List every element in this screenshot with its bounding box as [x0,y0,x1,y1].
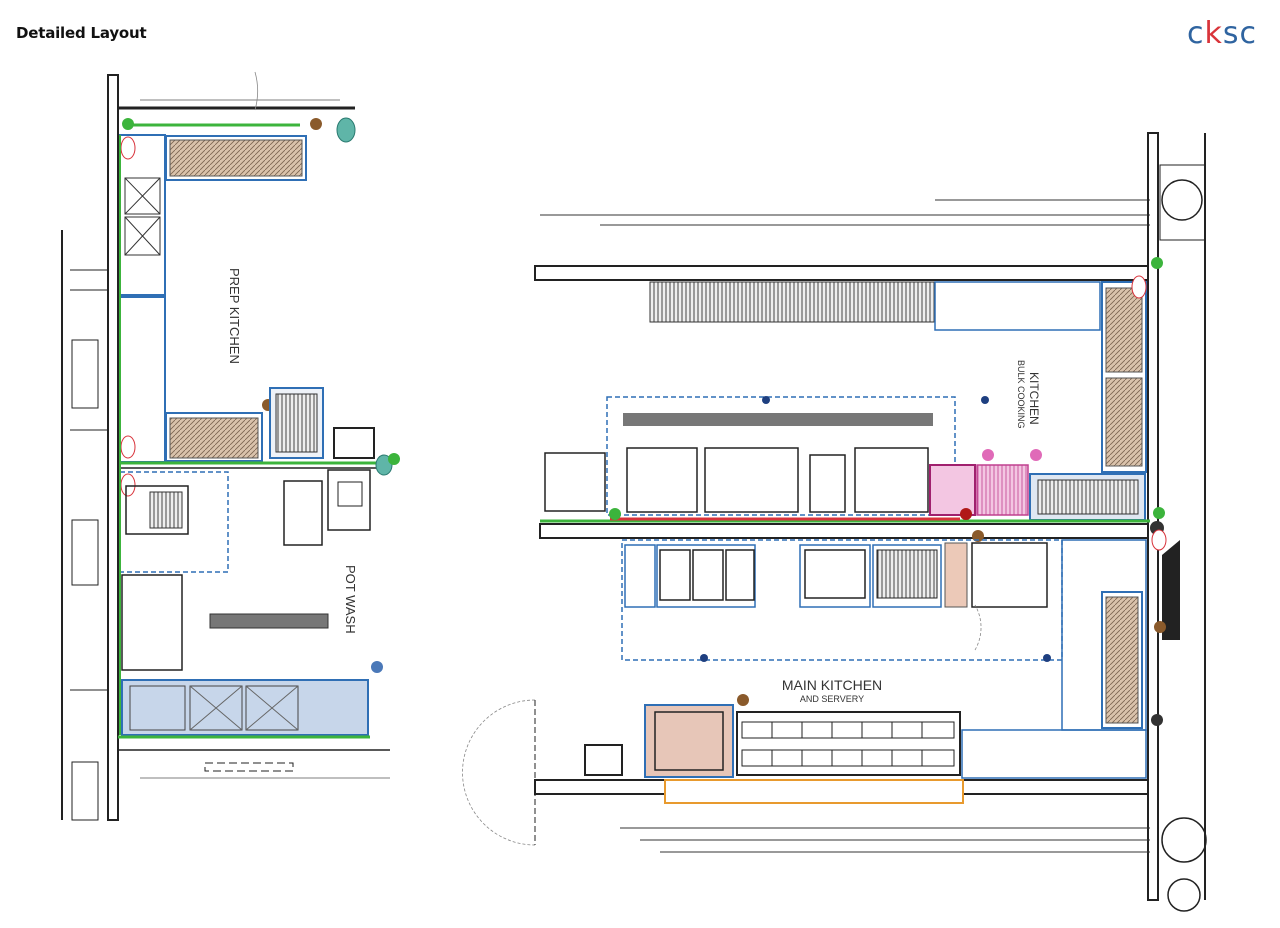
marker-icon [336,117,356,143]
cksc-logo: cksc [1187,16,1257,51]
equipment [704,447,799,513]
column [1161,817,1207,863]
marker-icon [120,136,136,160]
middle-wall [539,523,1149,539]
table [283,480,323,546]
room-label-main-kitchen: MAIN KITCHEN [782,677,882,693]
equipment [327,469,371,531]
window-unit [71,519,99,586]
room-label-servery: AND SERVERY [800,694,864,704]
room-label-pot-wash: POT WASH [343,565,358,634]
equipment [544,452,606,512]
room-label-kitchen: KITCHEN [1027,372,1041,425]
shelving [1105,287,1143,373]
equipment [125,485,189,535]
pink-shelf [944,542,968,608]
door-swing [462,699,536,846]
column [1161,179,1203,221]
extraction-grille [649,281,936,323]
marker-icon [122,118,134,130]
room-label-bulk-cooking: BULK COOKING [1016,360,1026,429]
prep-table [169,139,303,177]
pot-wash-sinks [121,679,369,736]
right-plan: KITCHEN BULK COOKING MAIN KITCHEN AND SE… [462,132,1207,912]
sink [333,427,375,459]
top-wall [534,265,1149,281]
sink [584,744,623,776]
window-unit [71,339,99,409]
equipment [809,454,846,513]
pink-equipment [976,464,1029,516]
zone-outline [606,396,956,516]
table [121,574,183,671]
equipment [626,447,698,513]
window-unit [71,761,99,821]
servery-counter-front [664,779,964,804]
page-title: Detailed Layout [16,24,147,42]
x-box [124,177,161,256]
shelving [1105,596,1139,724]
shelf [623,413,933,426]
left-plan: PREP KITCHEN POT WASH [61,71,400,821]
outer-wall [107,74,119,821]
shelf [209,613,329,629]
shelving [1105,377,1143,467]
marker-icon [310,118,322,130]
room-label-prep-kitchen: PREP KITCHEN [227,268,242,364]
prep-bench [169,417,259,459]
pink-equipment [929,464,976,516]
servery-counter [736,711,961,776]
combi-unit [644,704,734,778]
equipment [854,447,929,513]
door-swing [254,71,259,111]
